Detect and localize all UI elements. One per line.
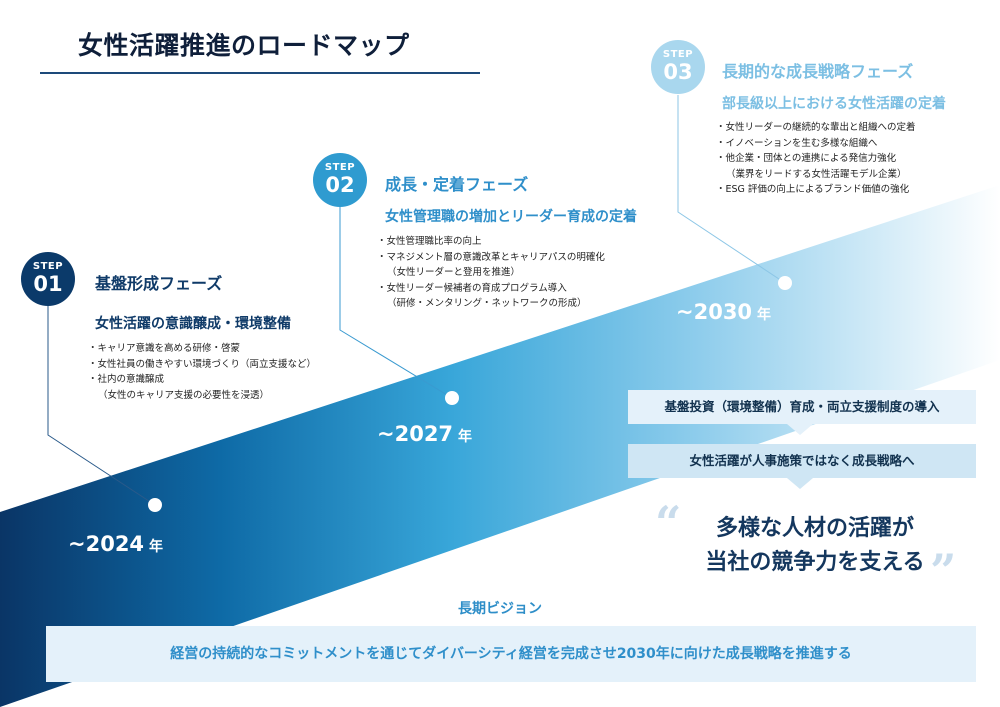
year-2030-unit: 年 — [757, 307, 772, 323]
growth-road — [0, 185, 1000, 707]
step-03-badge-number: 03 — [663, 60, 693, 84]
list-item: 女性リーダーの継続的な輩出と組織への定着 — [716, 120, 916, 136]
list-item: 女性管理職比率の向上 — [377, 234, 605, 250]
list-item: 女性社員の働きやすい環境づくり（両立支援など） — [88, 357, 316, 373]
step-03-badge: STEP 03 — [651, 40, 705, 94]
step-03-bullets: 女性リーダーの継続的な輩出と組織への定着 イノベーションを生む多様な組織へ 他企… — [716, 120, 916, 198]
page-title: 女性活躍推進のロードマップ — [78, 31, 410, 60]
list-item: マネジメント層の意識改革とキャリアパスの明確化（女性リーダーと登用を推進） — [377, 250, 605, 281]
step-01-goal: 女性活躍の意識醸成・環境整備 — [95, 316, 291, 332]
title-underline — [40, 72, 480, 74]
banner-growth-strategy: 女性活躍が人事施策ではなく成長戦略へ — [628, 444, 976, 478]
step-01-phase: 基盤形成フェーズ — [95, 274, 223, 293]
list-item: 女性リーダー候補者の育成プログラム導入（研修・メンタリング・ネットワークの形成） — [377, 281, 605, 312]
banner-infrastructure-investment: 基盤投資（環境整備）育成・両立支援制度の導入 — [628, 390, 976, 424]
year-2024-unit: 年 — [149, 539, 164, 555]
step-01-badge-number: 01 — [33, 272, 63, 296]
slogan-line-1: 多様な人材の活躍が — [715, 516, 914, 541]
slogan-line-2: 当社の競争力を支える — [705, 550, 925, 575]
milestone-dot-2030 — [778, 276, 792, 290]
year-2027-unit: 年 — [458, 429, 473, 445]
list-item: 他企業・団体との連携による発信力強化（業界をリードする女性活躍モデル企業） — [716, 151, 916, 182]
slogan: 多様な人材の活躍が 当社の競争力を支える — [680, 512, 950, 580]
banner-arrow-2 — [787, 478, 813, 489]
step-02-bullets: 女性管理職比率の向上 マネジメント層の意識改革とキャリアパスの明確化（女性リーダ… — [377, 234, 605, 312]
step-01-badge: STEP 01 — [21, 252, 75, 306]
list-item: 社内の意識醸成（女性のキャリア支援の必要性を浸透） — [88, 372, 316, 403]
list-item: ESG 評価の向上によるブランド価値の強化 — [716, 182, 916, 198]
connector-line-step-02 — [339, 200, 453, 399]
step-01-bullets: キャリア意識を高める研修・啓蒙 女性社員の働きやすい環境づくり（両立支援など） … — [88, 341, 316, 403]
connector-line-step-01 — [47, 305, 156, 506]
list-item: イノベーションを生む多様な組織へ — [716, 136, 916, 152]
step-02-goal: 女性管理職の増加とリーダー育成の定着 — [385, 209, 637, 225]
close-quote-mark: ” — [930, 544, 957, 598]
list-item: キャリア意識を高める研修・啓蒙 — [88, 341, 316, 357]
step-03-goal: 部長級以上における女性活躍の定着 — [722, 96, 946, 112]
step-02-badge-label: STEP — [324, 162, 356, 173]
step-02-badge-number: 02 — [325, 173, 355, 197]
step-02-badge: STEP 02 — [313, 153, 367, 207]
step-01-badge-label: STEP — [32, 261, 64, 272]
open-quote-mark: “ — [655, 496, 682, 550]
year-2027-value: ~2027 — [377, 422, 454, 446]
step-02-phase: 成長・定着フェーズ — [385, 175, 529, 194]
vision-title: 長期ビジョン — [458, 601, 542, 617]
step-03-phase: 長期的な成長戦略フェーズ — [722, 62, 914, 81]
connector-line-step-03 — [677, 95, 786, 284]
year-2030-value: ~2030 — [676, 300, 753, 324]
milestone-dot-2024 — [148, 498, 162, 512]
banner-arrow-1 — [787, 424, 813, 435]
year-2024-value: ~2024 — [68, 532, 145, 556]
milestone-dot-2027 — [445, 391, 459, 405]
vision-statement: 経営の持続的なコミットメントを通じてダイバーシティ経営を完成させ2030年に向け… — [46, 626, 976, 682]
step-03-badge-label: STEP — [662, 49, 694, 60]
